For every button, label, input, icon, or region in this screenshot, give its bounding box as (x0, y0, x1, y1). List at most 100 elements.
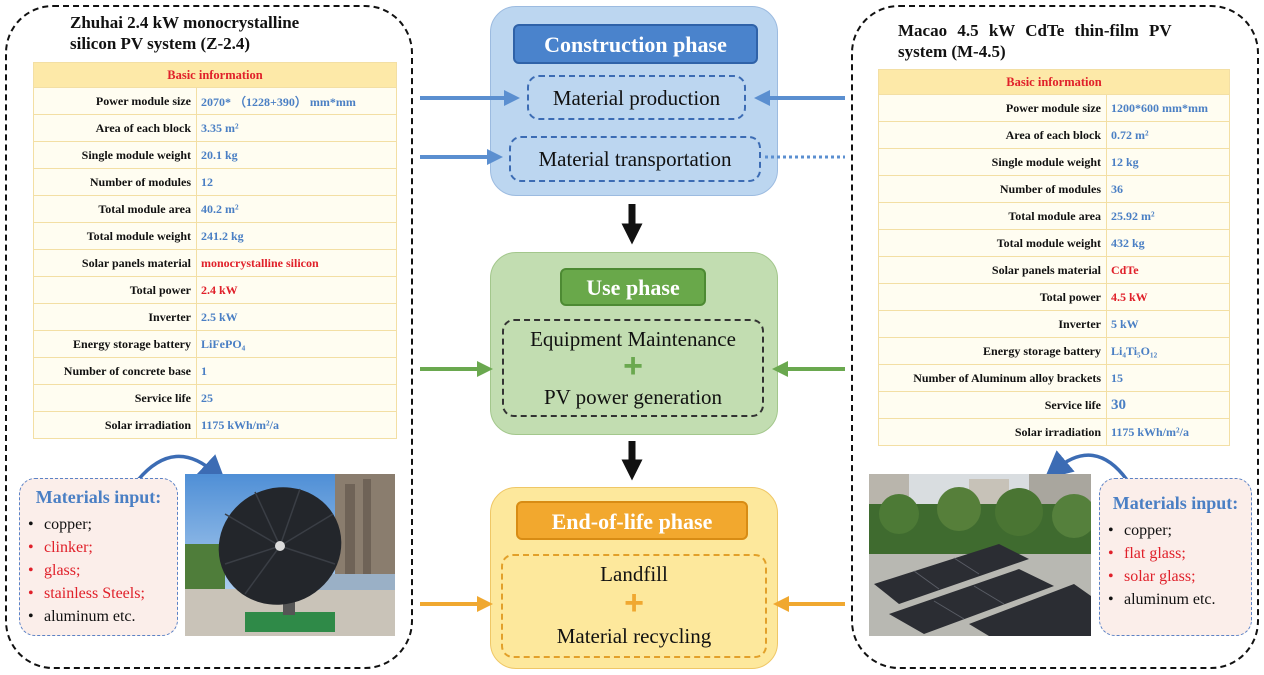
row-value: 40.2 m² (196, 195, 397, 223)
row-label: Solar panels material (33, 249, 197, 277)
row-value: 2.4 kW (196, 276, 397, 304)
bullet-icon: • (28, 562, 34, 579)
macao-system-title: Macao 4.5 kW CdTe thin-film PV system (M… (898, 20, 1218, 62)
list-item: •solar glass; (1104, 565, 1216, 588)
bullet-icon: • (1108, 568, 1114, 585)
bullet-icon: • (1108, 522, 1114, 539)
zhuhai-system-panel (5, 5, 413, 669)
material-label: clinker; (44, 539, 93, 556)
row-label: Power module size (878, 94, 1107, 122)
zhuhai-system-title: Zhuhai 2.4 kW monocrystalline silicon PV… (70, 12, 400, 54)
row-value: 36 (1106, 175, 1230, 203)
list-item: •copper; (24, 513, 145, 536)
materials-title: Materials input: (35, 487, 162, 507)
row-label: Total module weight (878, 229, 1107, 257)
use-activities-box: Equipment Maintenance + PV power generat… (502, 319, 764, 417)
materials-list: •copper;•clinker;•glass;•stainless Steel… (24, 513, 145, 628)
row-label: Total module weight (33, 222, 197, 250)
plus-icon: + (624, 584, 644, 622)
bullet-icon: • (28, 516, 34, 533)
zhuhai-materials-box: Materials input: •copper;•clinker;•glass… (19, 478, 178, 636)
end-of-life-phase-title: End-of-life phase (516, 501, 748, 540)
row-label: Total power (33, 276, 197, 304)
table-header: Basic information (33, 62, 397, 88)
row-value: 1175 kWh/m²/a (196, 411, 397, 439)
material-label: copper; (1124, 522, 1172, 539)
equipment-maintenance-label: Equipment Maintenance (530, 327, 736, 351)
list-item: • glass; (24, 559, 145, 582)
macao-system-panel (851, 5, 1259, 669)
row-label: Solar irradiation (878, 418, 1107, 446)
materials-list: •copper;•flat glass;•solar glass;•alumin… (1104, 519, 1216, 611)
row-value: 4.5 kW (1106, 283, 1230, 311)
zhuhai-pv-photo (185, 474, 395, 636)
material-transportation-box: Material transportation (509, 136, 761, 182)
material-production-label: Material production (552, 86, 721, 110)
bullet-icon: • (1108, 591, 1114, 608)
bullet-icon: • (28, 585, 34, 602)
material-label: aluminum etc. (44, 608, 136, 625)
construction-phase-title: Construction phase (513, 24, 758, 64)
material-label: aluminum etc. (1124, 591, 1216, 608)
row-label: Total module area (878, 202, 1107, 230)
material-recycling-label: Material recycling (556, 624, 712, 648)
row-label: Number of Aluminum alloy brackets (878, 364, 1107, 392)
row-value: 0.72 m² (1106, 121, 1230, 149)
material-transportation-label: Material transportation (538, 147, 732, 171)
row-value: 25.92 m² (1106, 202, 1230, 230)
row-label: Number of modules (33, 168, 197, 196)
row-label: Service life (33, 384, 197, 412)
list-item: •flat glass; (1104, 542, 1216, 565)
plus-icon: + (623, 347, 643, 385)
row-value: Li₄Ti₅O₁₂ (1106, 337, 1230, 365)
row-label: Single module weight (33, 141, 197, 169)
zhuhai-title-line1: Zhuhai 2.4 kW monocrystalline (70, 13, 300, 32)
row-value: 1200*600 mm*mm (1106, 94, 1230, 122)
material-label: stainless Steels; (44, 585, 145, 602)
macao-title-line2: system (M-4.5) (898, 42, 1006, 61)
macao-materials-box: Materials input: • copper; •flat glass;•so… (1099, 478, 1252, 636)
macao-pv-photo (869, 474, 1091, 636)
row-label: Energy storage battery (33, 330, 197, 358)
row-value: 3.35 m² (196, 114, 397, 142)
landfill-label: Landfill (600, 562, 668, 586)
row-label: Solar irradiation (33, 411, 197, 439)
material-production-box: Material production (527, 75, 746, 120)
row-label: Total module area (33, 195, 197, 223)
list-item: • stainless Steels; (24, 582, 145, 605)
curved-arrow-icon (1044, 450, 1129, 482)
row-label: Energy storage battery (878, 337, 1107, 365)
pv-power-generation-label: PV power generation (543, 385, 723, 409)
row-value: 12 kg (1106, 148, 1230, 176)
list-item: • aluminum etc. (24, 605, 145, 628)
bullet-icon: • (28, 608, 34, 625)
macao-title-line1: Macao 4.5 kW CdTe thin-film PV (898, 21, 1172, 40)
bullet-icon: • (1108, 545, 1114, 562)
list-item: •clinker; (24, 536, 145, 559)
use-phase-title: Use phase (560, 268, 706, 306)
materials-title: Materials input: (1112, 493, 1239, 513)
row-value: 2070* （1228+390） mm*mm (196, 87, 397, 115)
material-label: glass; (44, 562, 81, 579)
row-label: Solar panels material (878, 256, 1107, 284)
